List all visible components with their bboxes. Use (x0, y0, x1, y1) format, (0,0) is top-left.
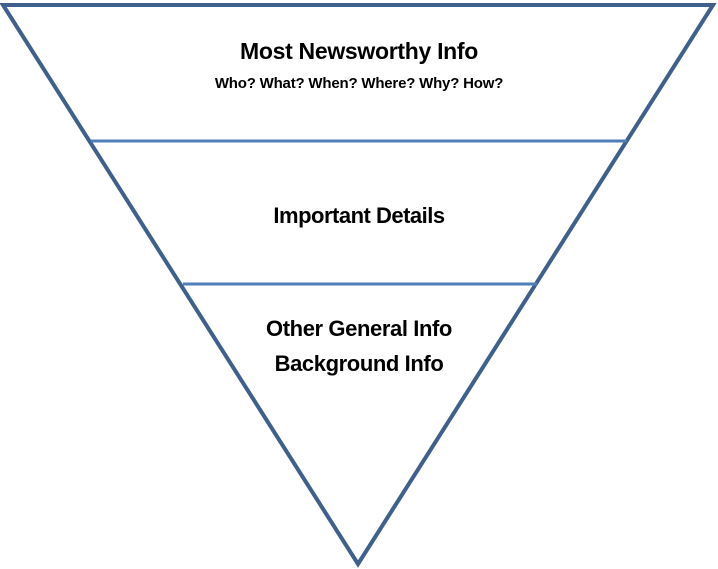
tier-1-subtitle: Who? What? When? Where? Why? How? (214, 75, 504, 92)
tier-2-title: Important Details (273, 203, 445, 228)
tier-3-subtitle: Background Info (274, 351, 444, 376)
tier-1-title: Most Newsworthy Info (239, 38, 479, 64)
tier-3-title: Other General Info (266, 316, 452, 341)
